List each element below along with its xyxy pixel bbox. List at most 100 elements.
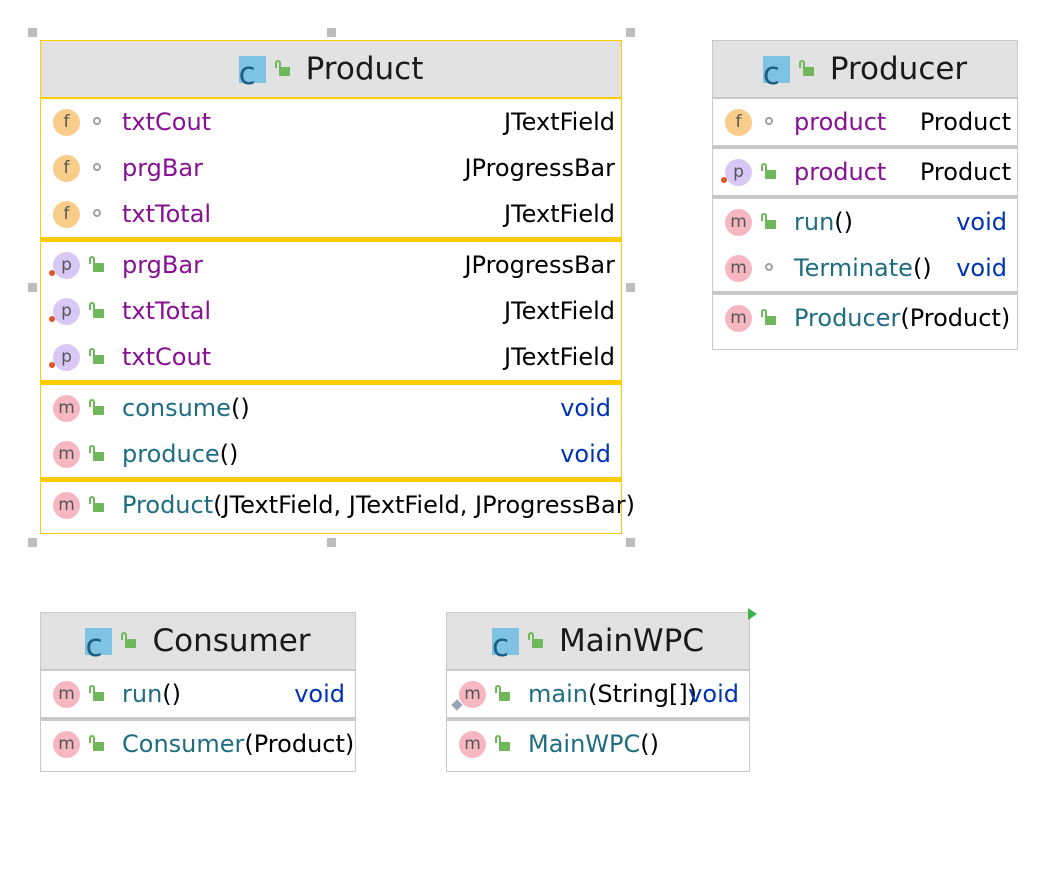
property-name: txtTotal: [122, 297, 212, 325]
circle-icon: [760, 259, 780, 277]
method-return-type: void: [560, 440, 611, 468]
field-name: prgBar: [122, 154, 203, 182]
method-row[interactable]: m produce() void: [41, 431, 621, 477]
selection-handle[interactable]: [626, 538, 635, 547]
lock-open-icon: [88, 399, 108, 417]
constructor-row[interactable]: m Product(JTextField, JTextField, JProgr…: [41, 482, 635, 528]
method-m-icon: m: [53, 680, 80, 708]
property-row[interactable]: p txtTotal JTextField: [41, 288, 621, 334]
property-p-icon: p: [49, 343, 80, 371]
section-divider: [713, 195, 1017, 199]
property-row[interactable]: p prgBar JProgressBar: [41, 242, 621, 288]
circle-icon: [88, 159, 108, 177]
method-name: main(String[]): [528, 680, 698, 708]
class-c-icon: c: [762, 55, 790, 92]
selection-handle[interactable]: [327, 538, 336, 547]
class-box-product[interactable]: c Product f txtCout JTextField f prgBar …: [40, 40, 635, 534]
lock-open-icon: [88, 348, 108, 366]
constructor-name: Producer(Product): [794, 304, 1011, 332]
lock-open-icon: [494, 735, 514, 753]
constructor-row[interactable]: m Producer(Product): [713, 295, 1017, 341]
field-row[interactable]: f product Product: [713, 99, 1017, 145]
section-divider: [41, 237, 621, 242]
class-box-producer[interactable]: c Producer f product Product p product P…: [712, 40, 1018, 350]
property-name: txtCout: [122, 343, 212, 371]
method-row[interactable]: m main(String[]) void: [447, 671, 749, 717]
property-row[interactable]: p product Product: [713, 149, 1017, 195]
method-row[interactable]: m consume() void: [41, 385, 621, 431]
lock-open-icon: [88, 685, 108, 703]
selection-handle[interactable]: [626, 28, 635, 37]
constructor-row[interactable]: m Consumer(Product): [41, 721, 355, 767]
class-box-consumer[interactable]: c Consumer m run() void m Consumer(Produ…: [40, 612, 356, 772]
lock-open-icon: [760, 213, 780, 231]
lock-open-icon: [88, 302, 108, 320]
lock-open-icon: [760, 309, 780, 327]
method-m-icon: m: [53, 491, 80, 519]
lock-open-icon: [527, 632, 547, 650]
constructor-row[interactable]: m MainWPC(): [447, 721, 749, 767]
class-title: MainWPC: [559, 623, 704, 659]
field-row[interactable]: f prgBar JProgressBar: [41, 145, 621, 191]
field-f-icon: f: [53, 154, 80, 182]
method-m-icon: m: [53, 440, 80, 468]
lock-open-icon: [760, 163, 780, 181]
lock-open-icon: [274, 60, 294, 78]
method-name: consume(): [122, 394, 250, 422]
method-m-icon: m: [459, 730, 486, 758]
circle-icon: [88, 113, 108, 131]
class-header[interactable]: c Producer: [713, 41, 1017, 99]
class-title: Consumer: [152, 623, 311, 659]
lock-open-icon: [120, 632, 140, 650]
class-c-icon: c: [238, 55, 266, 92]
method-return-type: void: [956, 208, 1007, 236]
field-f-icon: f: [53, 200, 80, 228]
method-name: produce(): [122, 440, 239, 468]
method-row[interactable]: m run() void: [41, 671, 355, 717]
section-divider: [41, 717, 355, 721]
class-title: Producer: [829, 51, 968, 87]
method-m-icon: m: [725, 304, 752, 332]
selection-handle[interactable]: [28, 28, 37, 37]
property-row[interactable]: p txtCout JTextField: [41, 334, 621, 380]
circle-icon: [88, 205, 108, 223]
method-m-icon: m: [53, 730, 80, 758]
class-header[interactable]: c Consumer: [41, 613, 355, 671]
circle-icon: [760, 113, 780, 131]
section-divider: [41, 477, 621, 482]
property-p-icon: p: [49, 251, 80, 279]
property-type: Product: [919, 158, 1011, 186]
method-row[interactable]: m run() void: [713, 199, 1017, 245]
field-row[interactable]: f txtTotal JTextField: [41, 191, 621, 237]
lock-open-icon: [88, 496, 108, 514]
section-divider: [713, 291, 1017, 295]
lock-open-icon: [798, 60, 818, 78]
property-name: prgBar: [122, 251, 203, 279]
field-name: product: [794, 108, 887, 136]
field-f-icon: f: [53, 108, 80, 136]
field-type: Product: [919, 108, 1011, 136]
lock-open-icon: [88, 735, 108, 753]
method-row[interactable]: m Terminate() void: [713, 245, 1017, 291]
lock-open-icon: [494, 685, 514, 703]
class-header[interactable]: c MainWPC: [447, 608, 757, 671]
method-name: run(): [794, 208, 854, 236]
property-name: product: [794, 158, 887, 186]
section-divider: [447, 717, 749, 721]
field-type: JTextField: [503, 108, 615, 136]
method-name: Terminate(): [794, 254, 932, 282]
lock-open-icon: [88, 256, 108, 274]
selection-handle[interactable]: [28, 283, 37, 292]
class-header[interactable]: c Product: [41, 41, 621, 99]
static-icon: [451, 698, 463, 711]
selection-handle[interactable]: [327, 28, 336, 37]
selection-handle[interactable]: [626, 283, 635, 292]
section-divider: [41, 380, 621, 385]
method-m-icon: m: [725, 208, 752, 236]
field-type: JTextField: [503, 200, 615, 228]
class-box-mainwpc[interactable]: c MainWPC m main(String[]) void m MainWP…: [446, 608, 757, 772]
selection-handle[interactable]: [28, 538, 37, 547]
field-f-icon: f: [725, 108, 752, 136]
property-type: JProgressBar: [464, 251, 615, 279]
field-row[interactable]: f txtCout JTextField: [41, 99, 621, 145]
